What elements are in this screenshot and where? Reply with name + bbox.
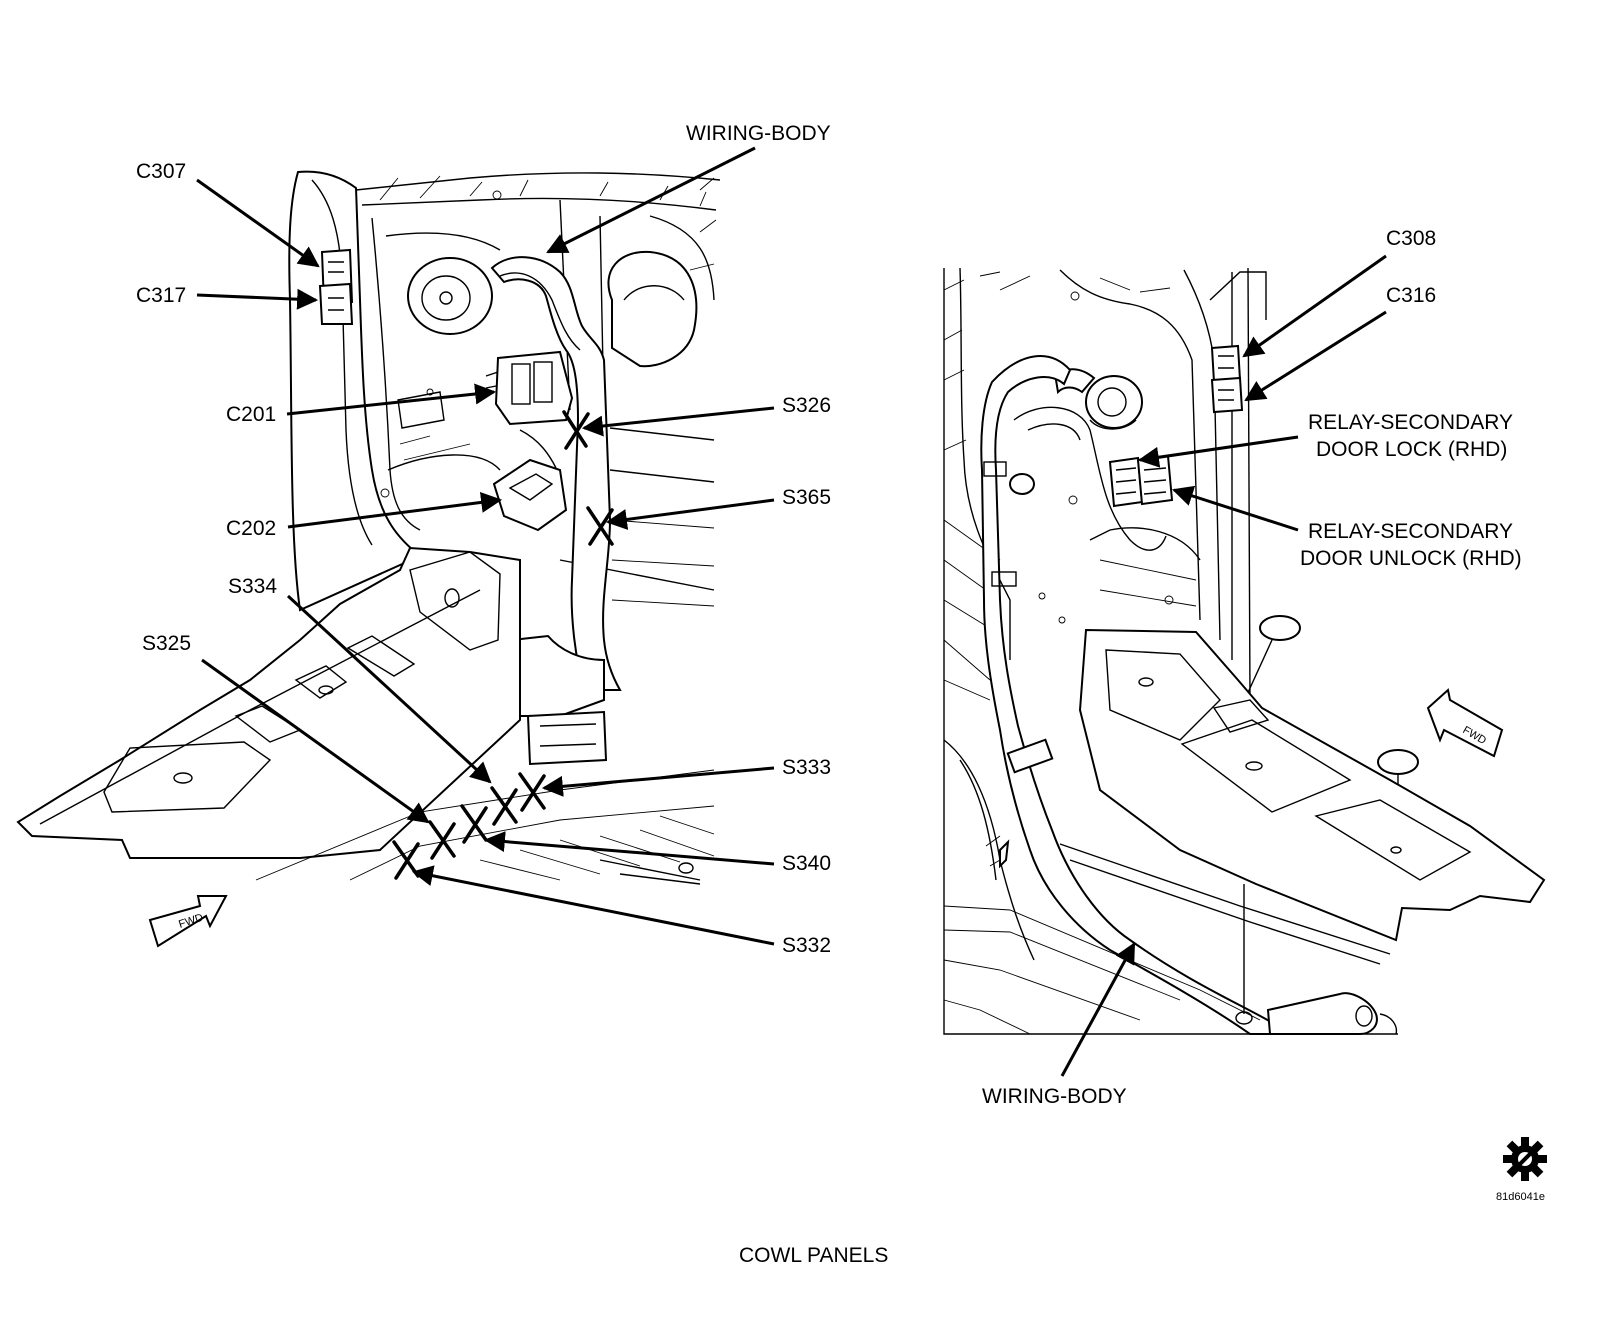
relay-door-unlock: [1136, 454, 1174, 506]
splice-s325: [428, 820, 456, 860]
gear-icon: [1503, 1137, 1547, 1181]
figure-id: 81d6041e: [1496, 1191, 1545, 1203]
callout-s325: S325: [142, 632, 191, 655]
left-leader-lines: [196, 146, 775, 946]
relay-door-lock: [1108, 456, 1144, 508]
callout-c316: C316: [1386, 284, 1436, 307]
callout-relay-lock-line2: DOOR LOCK (RHD): [1316, 438, 1507, 461]
c201-connector: [485, 350, 574, 426]
right-cowl-panel: [943, 267, 1546, 1035]
callout-c308: C308: [1386, 227, 1436, 250]
right-sill-plate: [1078, 628, 1546, 942]
callout-s332: S332: [782, 934, 831, 957]
left-cowl-panel: [16, 170, 721, 885]
c308-c316-connector: [1210, 344, 1244, 414]
callout-s340: S340: [782, 852, 831, 875]
callout-s334: S334: [228, 575, 277, 598]
callout-wiring-body-right: WIRING-BODY: [982, 1085, 1127, 1108]
c307-c317-connector: [318, 248, 354, 325]
callout-relay-unlock-line1: RELAY-SECONDARY: [1308, 520, 1513, 543]
splice-s340: [460, 804, 488, 844]
splice-s334: [490, 786, 518, 826]
callout-relay-lock-line1: RELAY-SECONDARY: [1308, 411, 1513, 434]
callout-c202: C202: [226, 517, 276, 540]
splice-s333: [518, 772, 546, 812]
c202-connector: [492, 429, 568, 532]
callout-s333: S333: [782, 756, 831, 779]
right-fwd-arrow: FWD: [1426, 688, 1504, 758]
callout-relay-unlock-line2: DOOR UNLOCK (RHD): [1300, 547, 1522, 570]
figure-caption: COWL PANELS: [739, 1244, 888, 1267]
right-view: FWD C308 C316 RELAY-SECONDARY DOOR LOCK …: [943, 227, 1546, 1108]
callout-c317: C317: [136, 284, 186, 307]
left-view: FWD WIRING-BODY: [16, 122, 831, 957]
callout-c201: C201: [226, 403, 276, 426]
callout-wiring-body-left: WIRING-BODY: [686, 122, 831, 145]
callout-s365: S365: [782, 486, 831, 509]
right-leader-lines: [1060, 254, 1387, 1077]
callout-c307: C307: [136, 160, 186, 183]
callout-s326: S326: [782, 394, 831, 417]
left-fwd-arrow: FWD: [148, 895, 228, 948]
left-sill-plate: [16, 546, 521, 859]
